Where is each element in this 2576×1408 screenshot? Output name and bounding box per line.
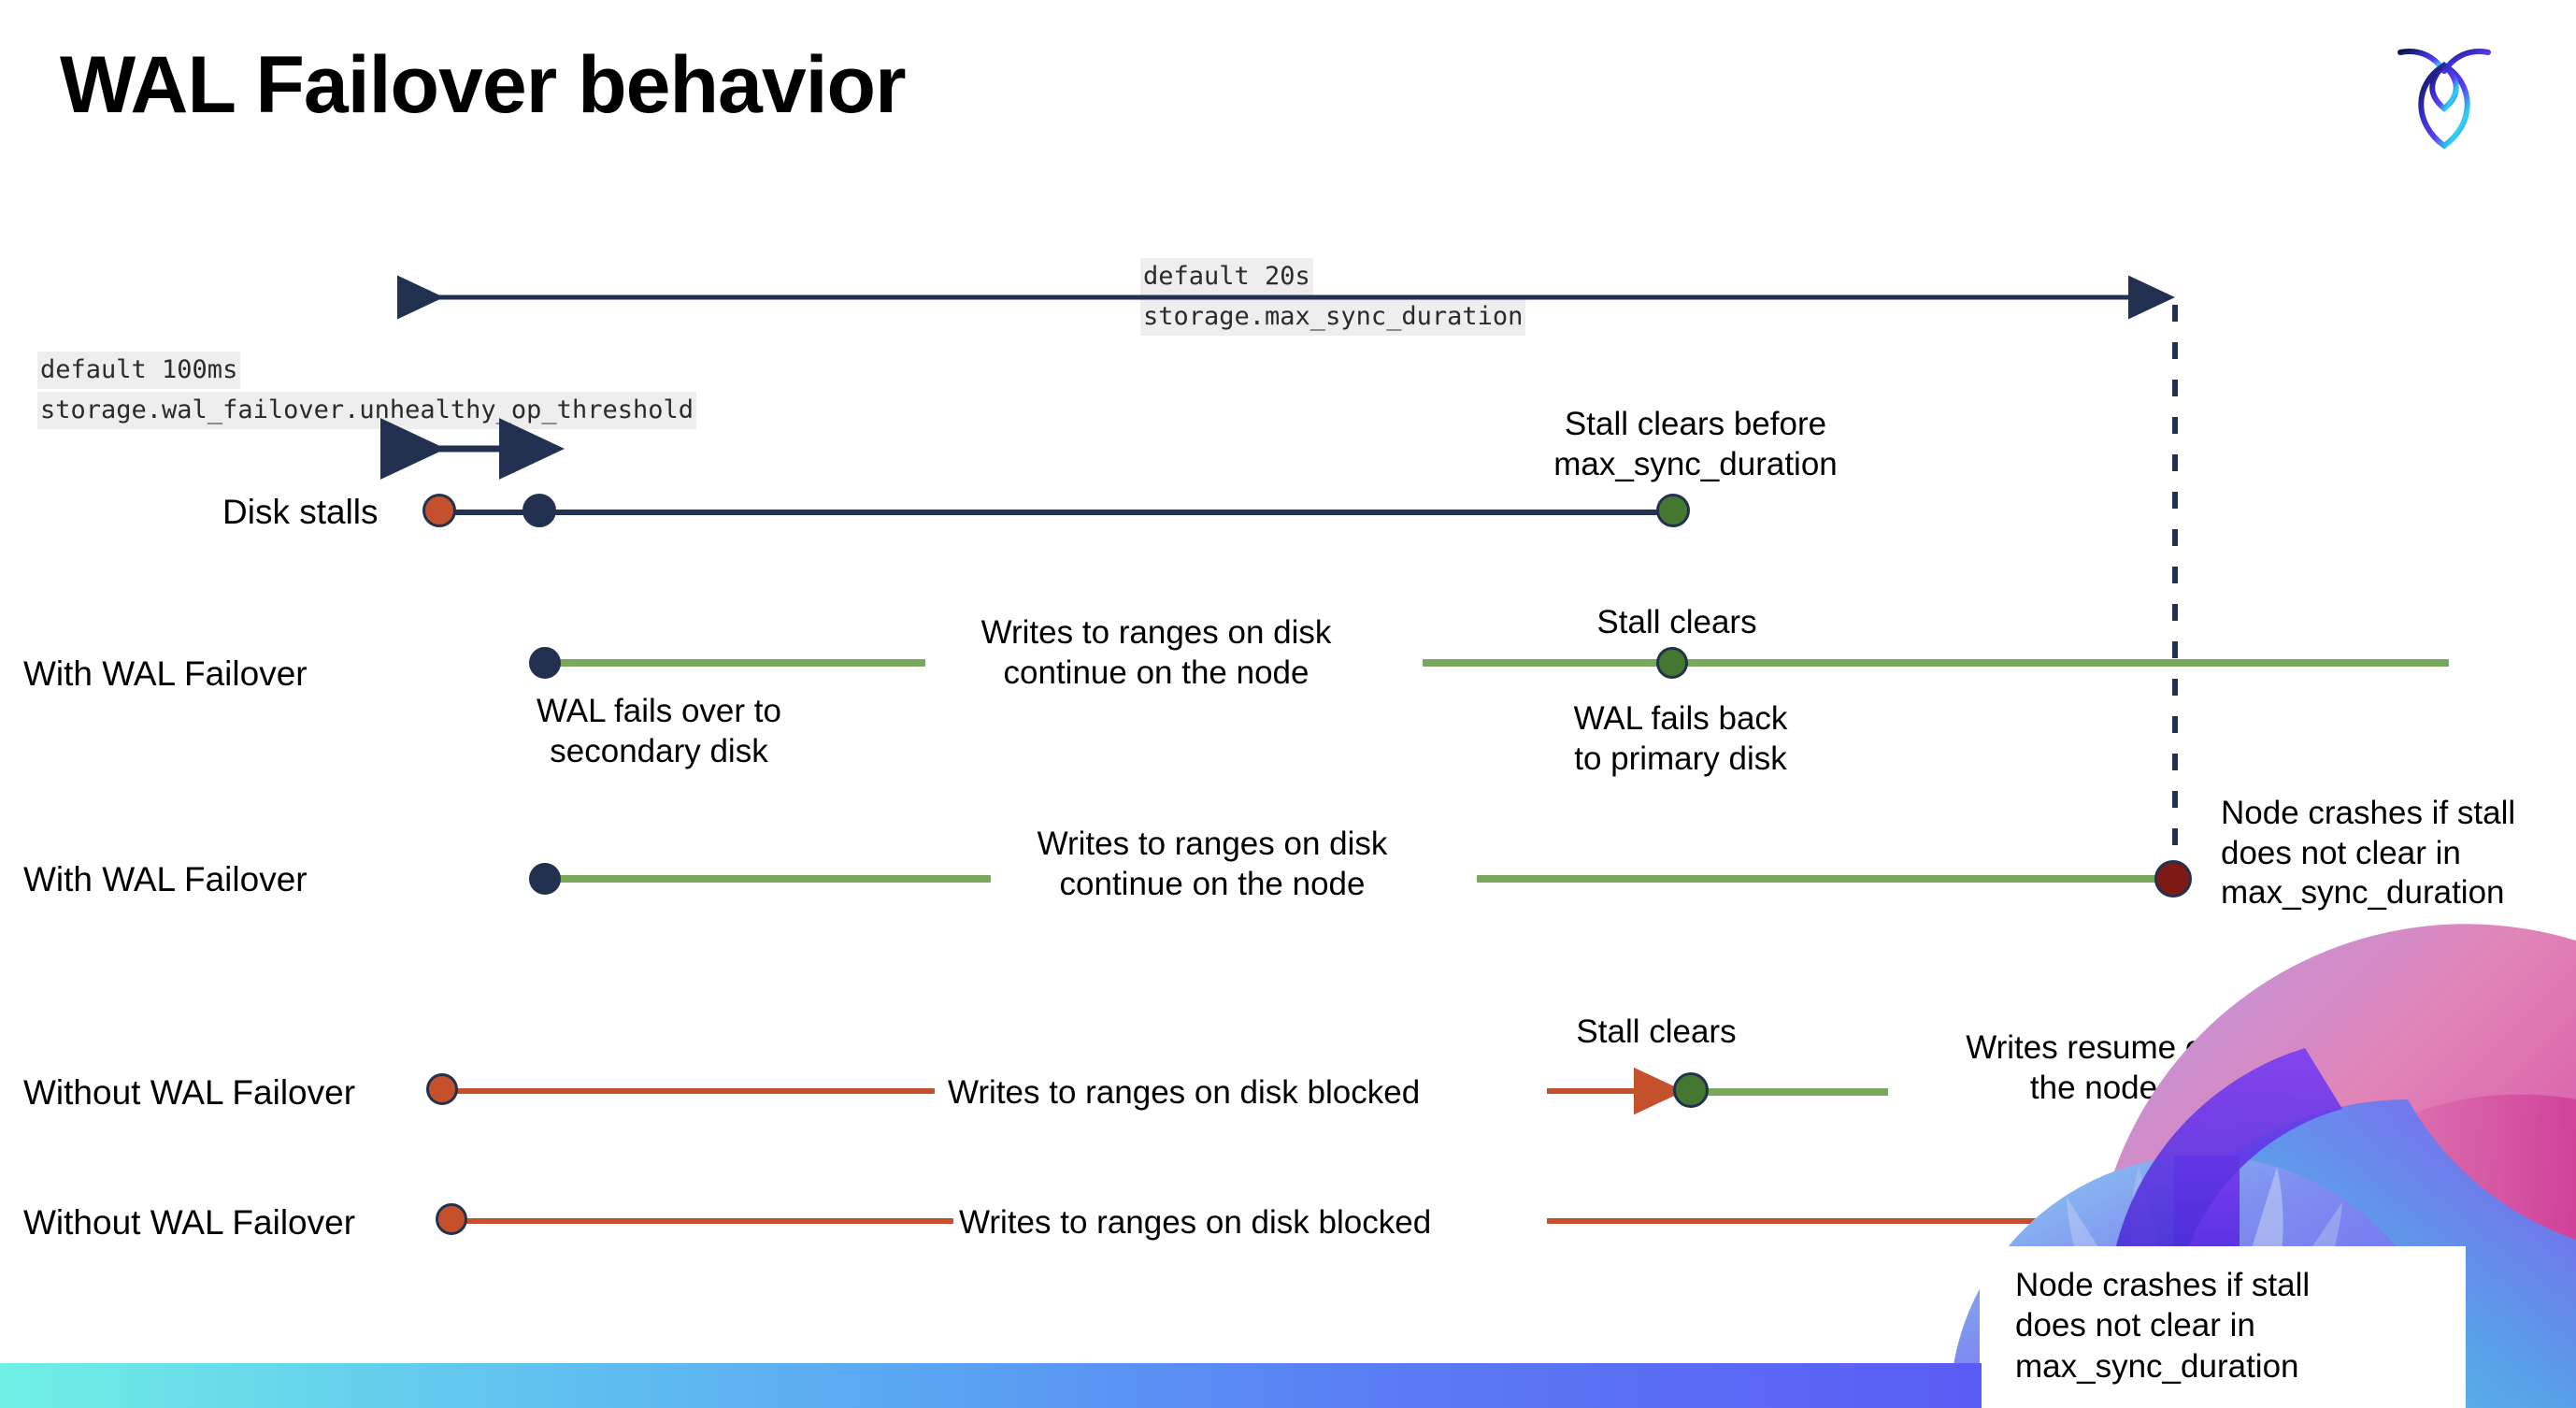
row3-green-seg-right: [1477, 875, 2168, 883]
note-wal-fails-back: WAL fails back to primary disk: [1573, 700, 1788, 777]
row4-red-seg-left: [449, 1088, 935, 1094]
note-writes-resume: Writes resume on the node: [1966, 1029, 2222, 1106]
note-stall-clears-row2: Stall clears: [1596, 604, 1757, 640]
note-stall-clears-before: Stall clears before max_sync_duration: [1553, 406, 1838, 482]
disk-stalls-timeline: [437, 510, 1673, 515]
row4-green-seg-mid: [1692, 1088, 1888, 1096]
row4-stall-clear-dot[interactable]: [1673, 1072, 1709, 1108]
max-sync-default-chip: default 20s: [1140, 258, 1313, 296]
note-writes-continue-row2: Writes to ranges on disk continue on the…: [980, 614, 1332, 691]
row-label-without-wal-failover-2: Without WAL Failover: [23, 1203, 356, 1242]
note-writes-blocked-row5: Writes to ranges on disk blocked: [959, 1204, 1432, 1241]
row2-green-seg-left: [542, 659, 925, 667]
row-label-with-wal-failover-2: With WAL Failover: [23, 860, 308, 898]
cockroachdb-logo-icon: [2393, 26, 2496, 162]
row-label-without-wal-failover-1: Without WAL Failover: [23, 1073, 356, 1112]
stall-clear-dot-row1[interactable]: [1656, 494, 1690, 527]
row3-failover-dot[interactable]: [529, 863, 561, 895]
note-stall-clears-row4: Stall clears: [1576, 1013, 1737, 1050]
node-crash-callout-card: [1980, 1246, 2466, 1408]
row5-stall-start-dot[interactable]: [436, 1203, 467, 1235]
note-writes-blocked-row4: Writes to ranges on disk blocked: [948, 1074, 1421, 1111]
failover-threshold-dot[interactable]: [522, 494, 556, 527]
row-label-with-wal-failover-1: With WAL Failover: [23, 654, 308, 693]
row2-failover-dot[interactable]: [529, 647, 561, 679]
row4-stall-start-dot[interactable]: [426, 1073, 458, 1105]
row-label-disk-stalls: Disk stalls: [222, 493, 379, 531]
max-sync-setting-chip: storage.max_sync_duration: [1140, 298, 1526, 337]
bottom-gradient-bar: [0, 1363, 1982, 1408]
row5-red-seg-left: [458, 1218, 953, 1224]
row3-crash-dot[interactable]: [2154, 860, 2192, 898]
row3-green-seg-left: [542, 875, 991, 883]
note-node-crashes-row3: Node crashes if stall does not clear in …: [2221, 795, 2516, 912]
note-node-crashes-row5: Node crashes if stall does not clear in …: [2015, 1267, 2311, 1385]
row2-green-seg-right: [1423, 659, 2449, 667]
stall-start-dot[interactable]: [422, 494, 456, 527]
page-title: WAL Failover behavior: [60, 40, 907, 130]
unhealthy-op-setting-chip: storage.wal_failover.unhealthy_op_thresh…: [37, 392, 696, 430]
note-writes-continue-row3: Writes to ranges on disk continue on the…: [1037, 826, 1388, 902]
note-wal-fails-over: WAL fails over to secondary disk: [537, 693, 781, 769]
unhealthy-op-default-chip: default 100ms: [37, 352, 241, 390]
row2-stall-clear-dot[interactable]: [1656, 647, 1688, 679]
